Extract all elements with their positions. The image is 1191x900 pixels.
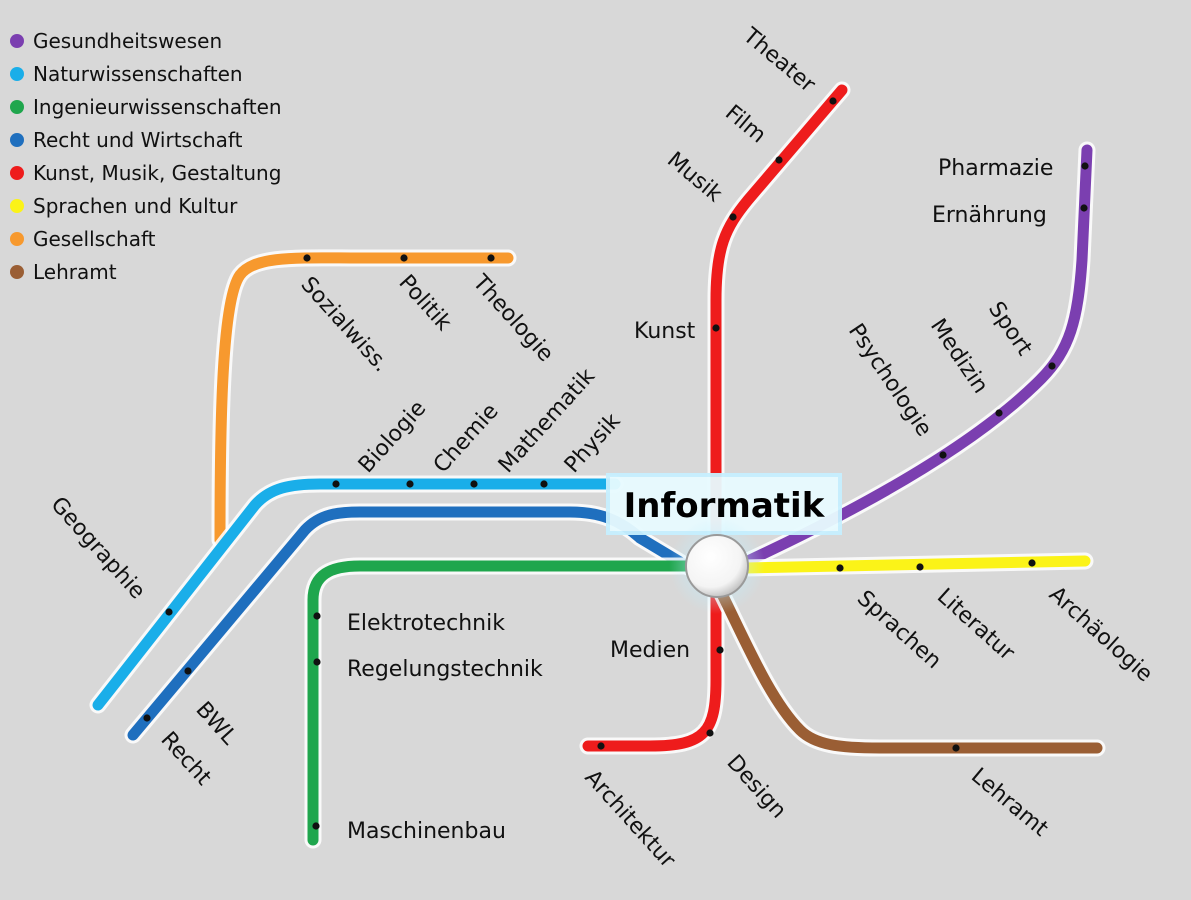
station-dot-literatur	[916, 563, 924, 571]
legend-swatch	[10, 232, 24, 246]
station-dot-recht	[143, 714, 151, 722]
line-gesundheit	[741, 141, 1096, 569]
legend-label: Kunst, Musik, Gestaltung	[33, 161, 281, 185]
legend-label: Sprachen und Kultur	[33, 194, 238, 218]
line-ingenieur	[304, 557, 699, 849]
legend-label: Gesellschaft	[33, 227, 156, 251]
line-sprachen	[736, 552, 1094, 577]
legend: GesundheitswesenNaturwissenschaftenIngen…	[10, 29, 282, 284]
legend-swatch	[10, 67, 24, 81]
station-dot-archaeologie	[1028, 559, 1036, 567]
legend-item: Ingenieurwissenschaften	[10, 95, 282, 119]
station-label-ernaehrung: Ernährung	[932, 203, 1047, 228]
station-dot-mathematik	[470, 480, 478, 488]
legend-swatch	[10, 265, 24, 279]
station-dot-sport	[1048, 362, 1056, 370]
station-dot-chemie	[406, 480, 414, 488]
station-dot-regelungstechnik	[313, 658, 321, 666]
station-dot-politik	[400, 254, 408, 262]
legend-item: Recht und Wirtschaft	[10, 128, 243, 152]
legend-item: Naturwissenschaften	[10, 62, 243, 86]
station-label-maschinenbau: Maschinenbau	[347, 819, 506, 844]
legend-swatch	[10, 166, 24, 180]
station-dot-ernaehrung	[1080, 204, 1088, 212]
legend-swatch	[10, 199, 24, 213]
legend-label: Gesundheitswesen	[33, 29, 222, 53]
legend-swatch	[10, 100, 24, 114]
legend-item: Gesundheitswesen	[10, 29, 222, 53]
station-dot-psychologie	[939, 451, 947, 459]
legend-label: Naturwissenschaften	[33, 62, 243, 86]
station-dot-musik	[729, 213, 737, 221]
legend-swatch	[10, 133, 24, 147]
station-dot-theater	[829, 97, 837, 105]
station-dot-sozialwiss	[303, 254, 311, 262]
station-dot-physik	[540, 480, 548, 488]
station-dot-medizin	[995, 409, 1003, 417]
legend-item: Kunst, Musik, Gestaltung	[10, 161, 281, 185]
station-dot-medien	[716, 646, 724, 654]
legend-label: Recht und Wirtschaft	[33, 128, 243, 152]
legend-swatch	[10, 34, 24, 48]
station-dot-film	[775, 156, 783, 164]
legend-item: Sprachen und Kultur	[10, 194, 238, 218]
station-dot-design	[706, 729, 714, 737]
legend-item: Lehramt	[10, 260, 117, 284]
station-dot-lehramt	[952, 744, 960, 752]
hub-informatik: Informatik	[606, 473, 842, 614]
station-dot-kunst	[712, 324, 720, 332]
station-dot-theologie	[487, 254, 495, 262]
line-lehramt	[711, 581, 1106, 757]
line-kunst	[579, 81, 851, 755]
legend-item: Gesellschaft	[10, 227, 156, 251]
station-dot-biologie	[332, 480, 340, 488]
station-dot-elektrotechnik	[313, 612, 321, 620]
station-dot-pharmazie	[1081, 162, 1089, 170]
hub-node	[685, 534, 749, 598]
station-dot-geographie	[165, 608, 173, 616]
station-dot-sprachen	[836, 564, 844, 572]
station-label-elektrotechnik: Elektrotechnik	[347, 611, 505, 636]
station-dot-architektur	[597, 742, 605, 750]
station-label-medien: Medien	[610, 638, 690, 663]
station-dot-bwl	[184, 667, 192, 675]
station-label-kunst: Kunst	[634, 319, 696, 344]
station-dot-maschinenbau	[312, 822, 320, 830]
station-label-regelungstechnik: Regelungstechnik	[347, 657, 543, 682]
legend-label: Ingenieurwissenschaften	[33, 95, 282, 119]
station-label-pharmazie: Pharmazie	[938, 156, 1053, 181]
station-dots	[143, 97, 1089, 830]
legend-label: Lehramt	[33, 260, 117, 284]
line-naturwissenschaften	[89, 475, 624, 714]
